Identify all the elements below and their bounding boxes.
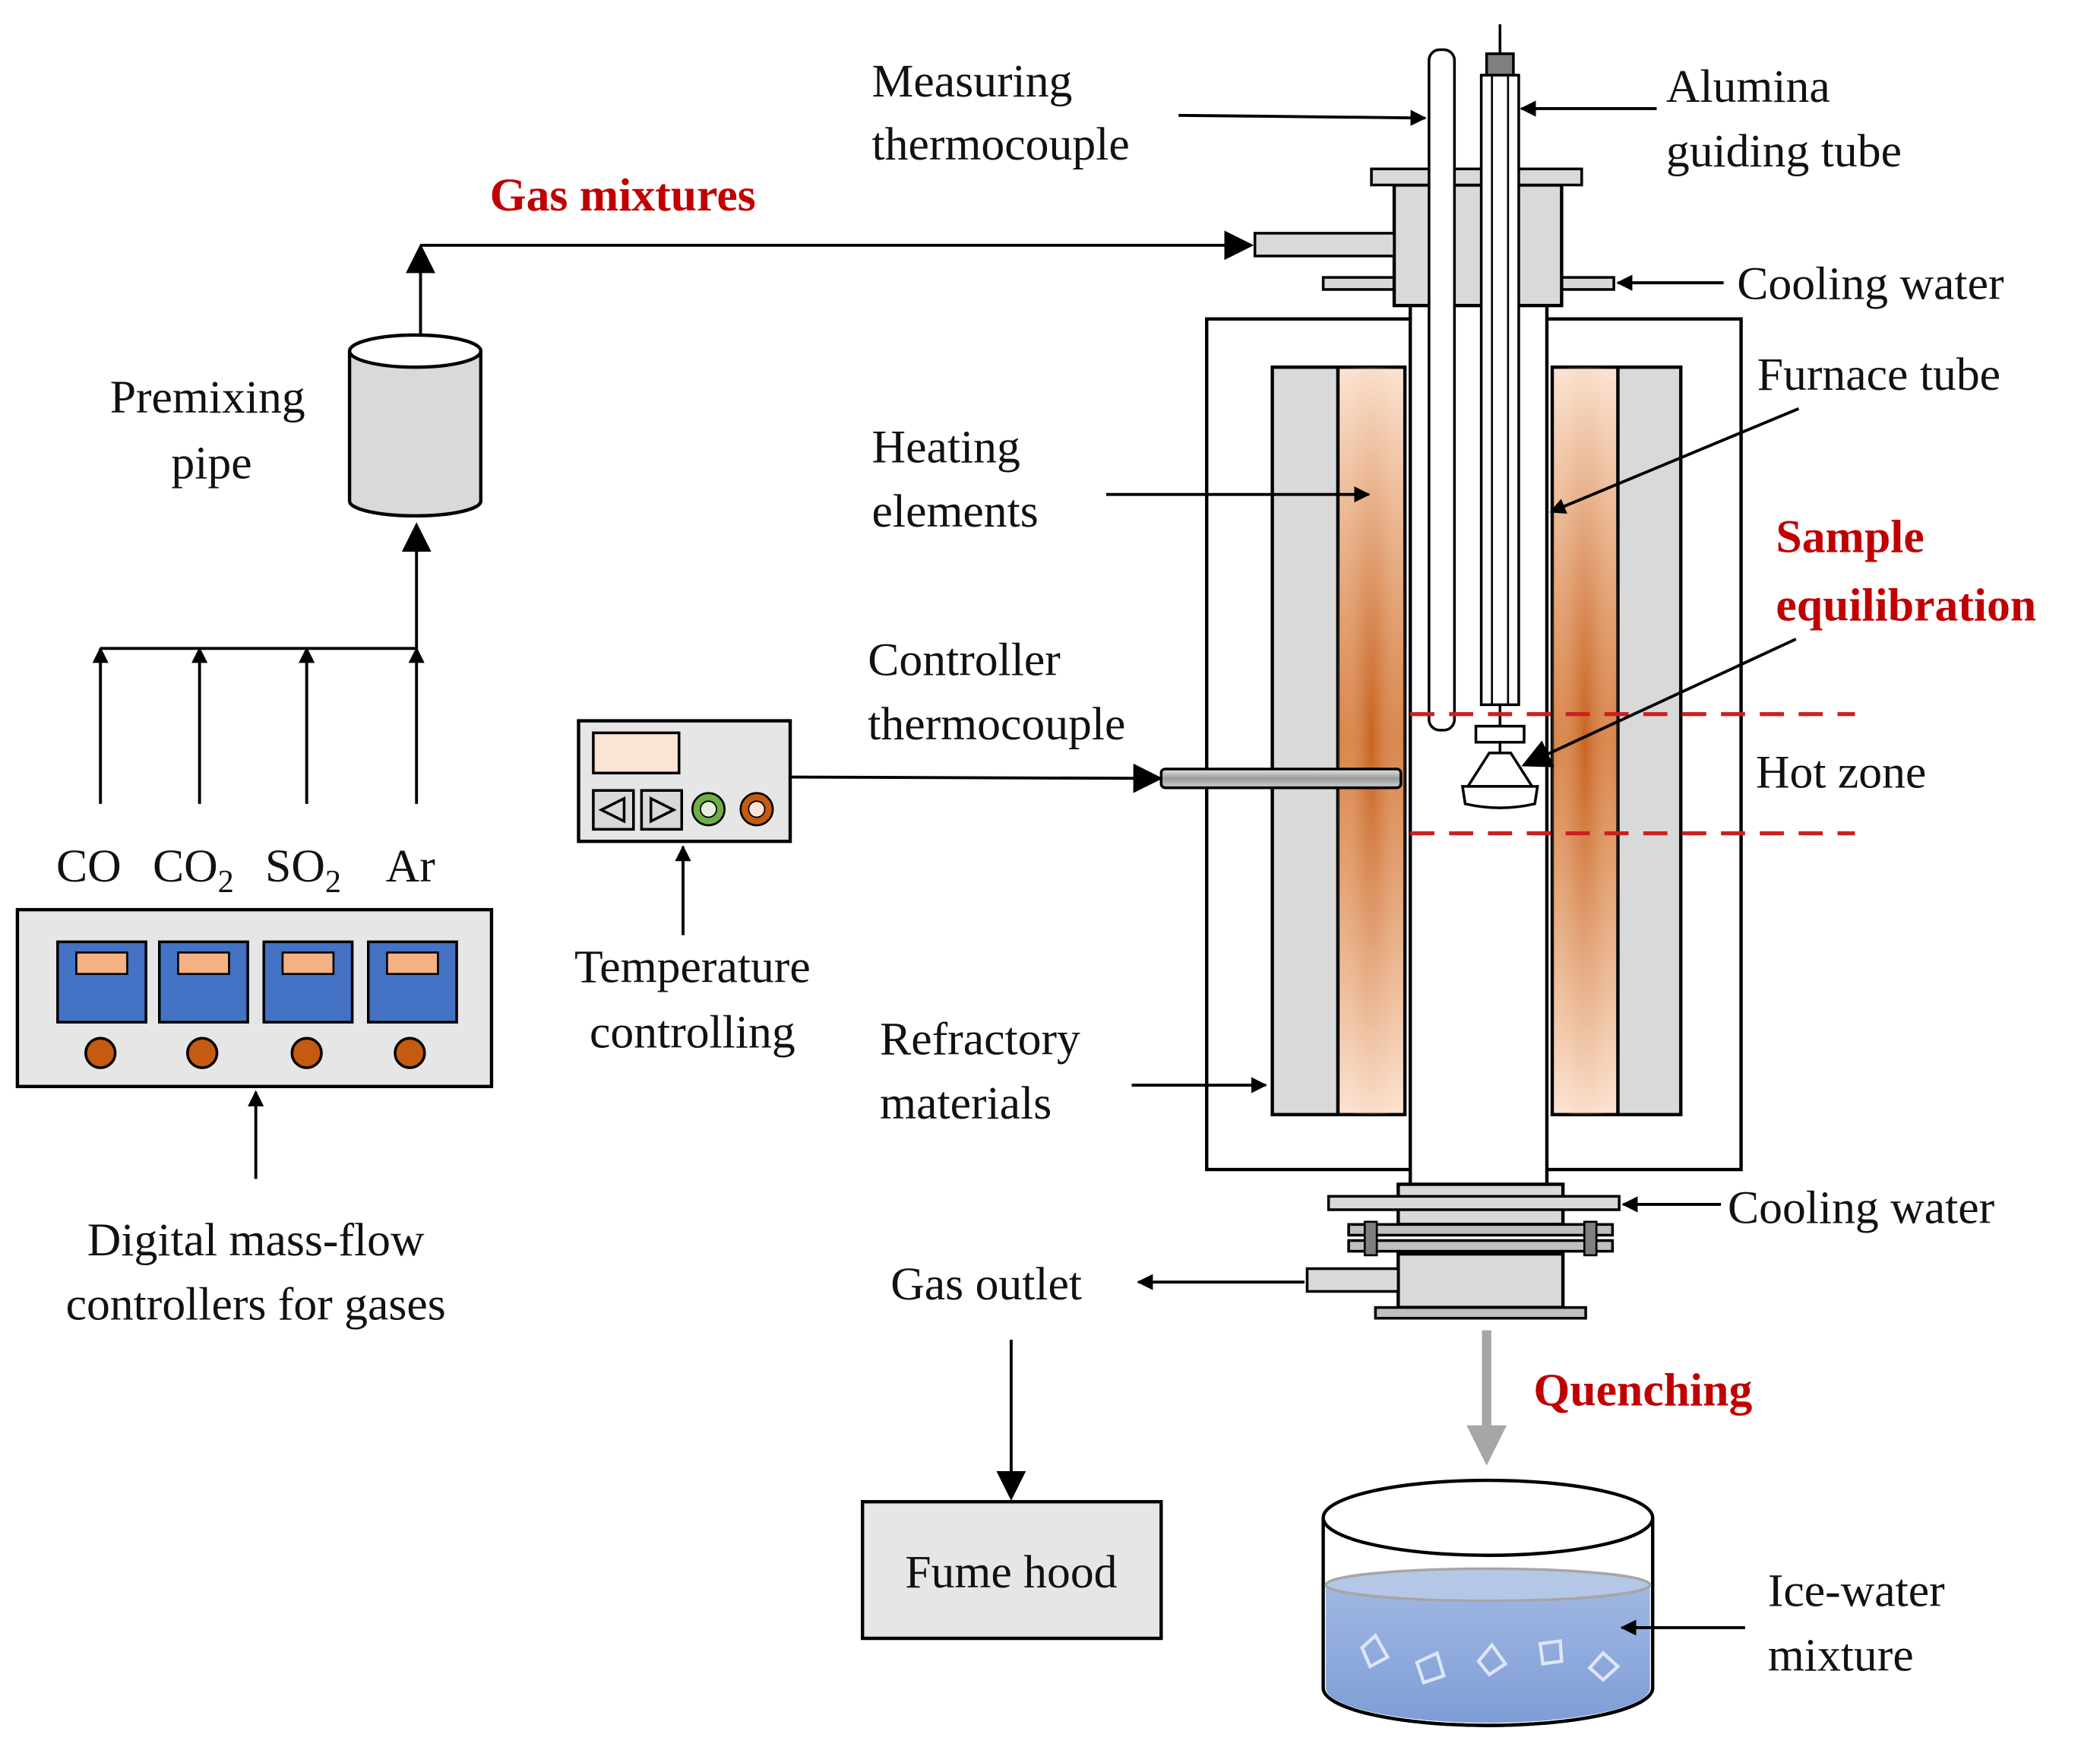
display-icon [75,951,128,976]
gas-mixture-line [406,230,1254,335]
premixing-pipe-cylinder [347,333,483,518]
heating-elements-label-line1: Heating [872,421,1020,473]
furnace-top-head [1253,167,1615,308]
quenching-label: Quenching [1533,1364,1752,1416]
furnace-body [1205,301,1743,1189]
knob-icon [84,1036,117,1069]
gas-label-co2: CO2 [153,840,234,900]
refractory-materials-label-line2: materials [880,1078,1052,1129]
display-icon [386,951,439,976]
fume-hood-box [861,1500,1163,1641]
controller-unit-co [56,940,147,1069]
ice-water-label-line2: mixture [1768,1629,1914,1681]
alumina-guiding-tube-label-line2: guiding tube [1666,125,1902,177]
controller-unit-so2 [262,940,354,1069]
furnace-bottom-assembly [1305,1182,1621,1320]
furnace-tube-label: Furnace tube [1757,349,2000,400]
quenching-arrow [1466,1330,1507,1466]
display-icon [281,951,335,976]
alumina-guiding-tube-label-line1: Alumina [1666,61,1830,112]
mass-flow-label-line1: Digital mass-flow [87,1214,425,1266]
temperature-controlling-label-line2: controlling [590,1007,795,1059]
gas-outlet-label: Gas outlet [890,1258,1082,1310]
controller-thermocouple-label-line2: thermocouple [868,698,1125,750]
gas-feed-lines [92,522,432,804]
sample-equilibration-label-line2: equilibration [1776,579,2036,631]
knob-icon [394,1036,426,1069]
temperature-controller-box [577,719,792,843]
ice-cubes [1360,1633,1621,1685]
display-icon [177,951,230,976]
mass-flow-controller-panel [15,907,494,1088]
ice-water-beaker [1321,1478,1655,1727]
controller-unit-co2 [158,940,249,1069]
knob-icon [290,1036,323,1069]
controller-thermocouple-label-line1: Controller [868,635,1061,686]
arrow-icon [790,763,1163,793]
refractory-left [1270,365,1340,1116]
refractory-materials-label-line1: Refractory [880,1013,1080,1065]
premixing-pipe-label-line1: Premixing [110,372,305,423]
measuring-thermocouple-label-line2: thermocouple [872,119,1130,170]
gas-inlet-port [1253,232,1396,258]
gas-label-ar: Ar [386,840,435,892]
heating-elements-label-line2: elements [872,486,1039,537]
water-fill [1326,1584,1650,1723]
arrow-icon [1549,407,1800,514]
sample-crucible [1460,724,1539,809]
display-icon [592,731,681,775]
arrow-icon [1178,109,1427,126]
gas-outlet-port [1305,1267,1400,1293]
alumina-guiding-tube [1479,24,1520,726]
temperature-controlling-label-line1: Temperature [574,941,811,992]
premixing-pipe-label-line2: pipe [171,437,251,489]
gas-mixtures-label: Gas mixtures [490,169,756,221]
cooling-water-bottom-label: Cooling water [1728,1182,1994,1234]
knob-icon [186,1036,219,1069]
cooling-water-inlet-bottom [1327,1195,1621,1211]
hot-zone-label: Hot zone [1756,747,1926,799]
hot-zone-boundaries [1410,712,1855,836]
ice-water-label-line1: Ice-water [1768,1565,1945,1617]
controller-unit-ar [366,940,458,1069]
arrow-icon [1521,638,1797,767]
gas-label-co: CO [56,840,122,892]
measuring-thermocouple-label-line1: Measuring [872,55,1073,107]
controller-thermocouple-rod [1159,767,1403,790]
mass-flow-label-line2: controllers for gases [66,1278,446,1330]
measuring-thermocouple-tube [1428,48,1456,732]
sample-equilibration-label-line1: Sample [1776,511,1924,562]
fume-hood-label: Fume hood [905,1546,1117,1598]
cooling-water-top-label: Cooling water [1737,258,2004,309]
gas-label-so2: SO2 [265,840,341,900]
controller-screen-frame [158,940,249,1024]
